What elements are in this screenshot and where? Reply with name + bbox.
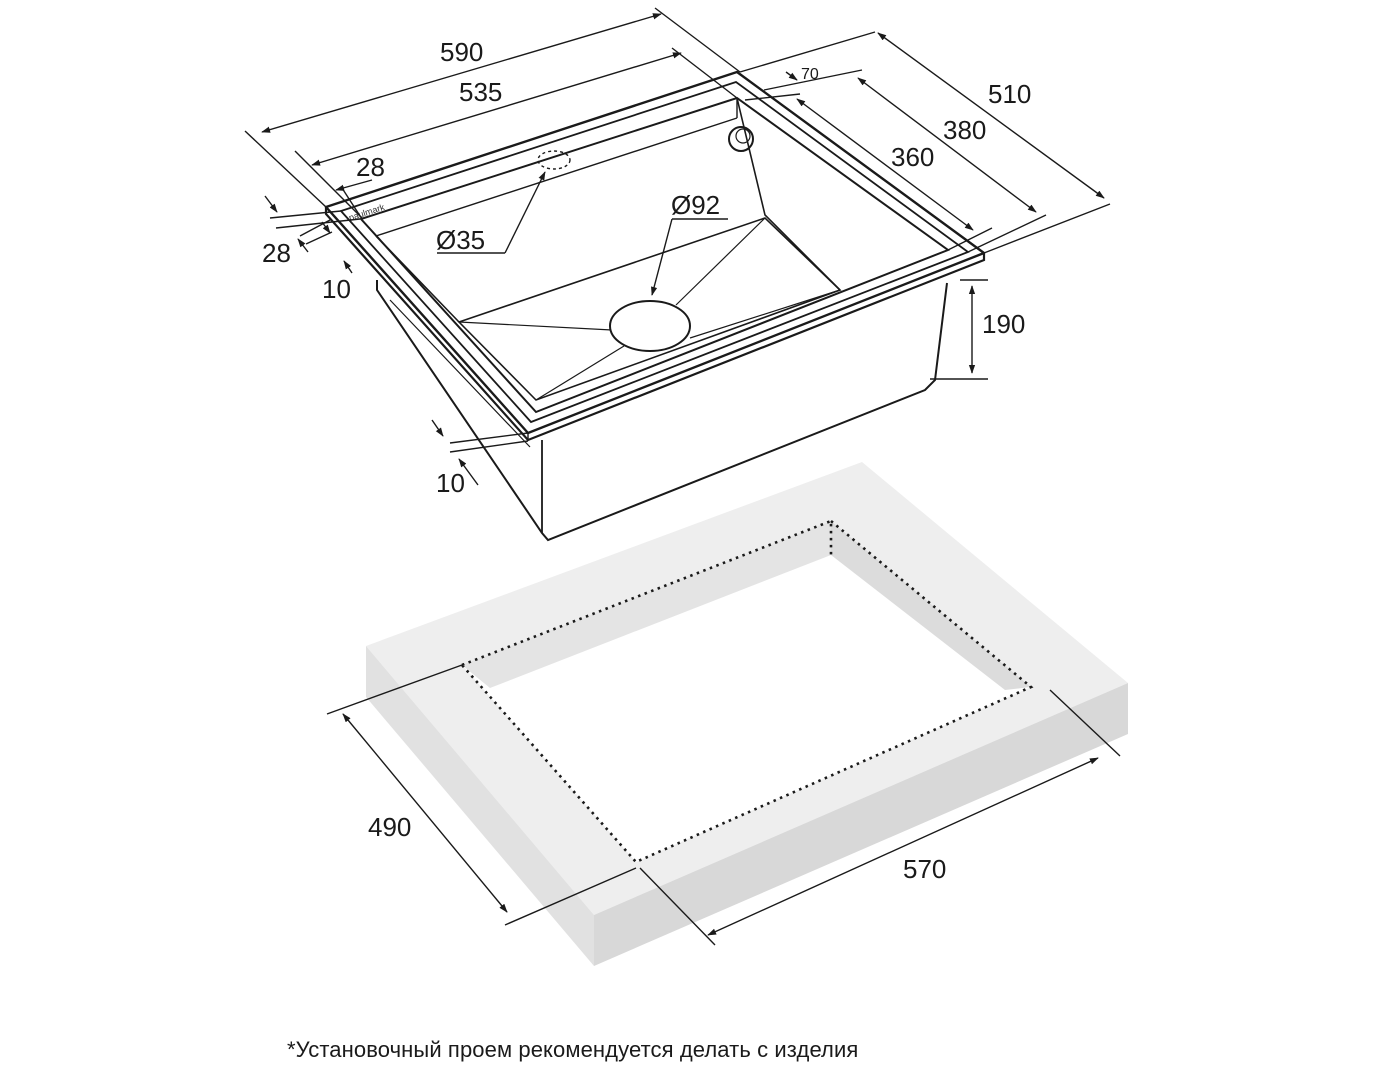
dim-depth-380: 380: [943, 115, 986, 145]
dim-width-outer: 590: [440, 37, 483, 67]
cutout-inner-wall-back: [462, 521, 831, 688]
dim-tap-hole-diameter: Ø35: [436, 225, 485, 255]
installation-note: *Установочный проем рекомендуется делать…: [287, 1037, 859, 1062]
dim-rim-thickness-top: 10: [322, 274, 351, 304]
dim-rim-left: 28: [356, 152, 385, 182]
cutout-dimensions: [326, 664, 1121, 946]
dim-cutout-width: 570: [903, 854, 946, 884]
sink-dimension-lines: [244, 7, 1111, 486]
countertop: [366, 462, 1128, 966]
sink-body: [376, 280, 948, 542]
dim-depth-outer: 510: [988, 79, 1031, 109]
drain-slope-lines: [458, 217, 841, 401]
sink-bowl-back-wall: [375, 235, 460, 323]
sink: [324, 70, 986, 542]
dim-rim-back: 70: [801, 66, 819, 83]
dim-drain-diameter: Ø92: [671, 190, 720, 220]
dim-depth-360: 360: [891, 142, 934, 172]
drain-hole: [609, 300, 691, 352]
dim-rim-front: 28: [262, 238, 291, 268]
dim-width-inner: 535: [459, 77, 502, 107]
sink-rim-outer: [324, 70, 986, 435]
dim-cutout-depth: 490: [368, 812, 411, 842]
dim-bowl-depth: 190: [982, 309, 1025, 339]
countertop-cutout: [462, 521, 1031, 862]
cutout-dotted-outline: [461, 519, 1034, 864]
tap-hole: [728, 126, 754, 152]
dim-rim-thickness-bottom: 10: [436, 468, 465, 498]
